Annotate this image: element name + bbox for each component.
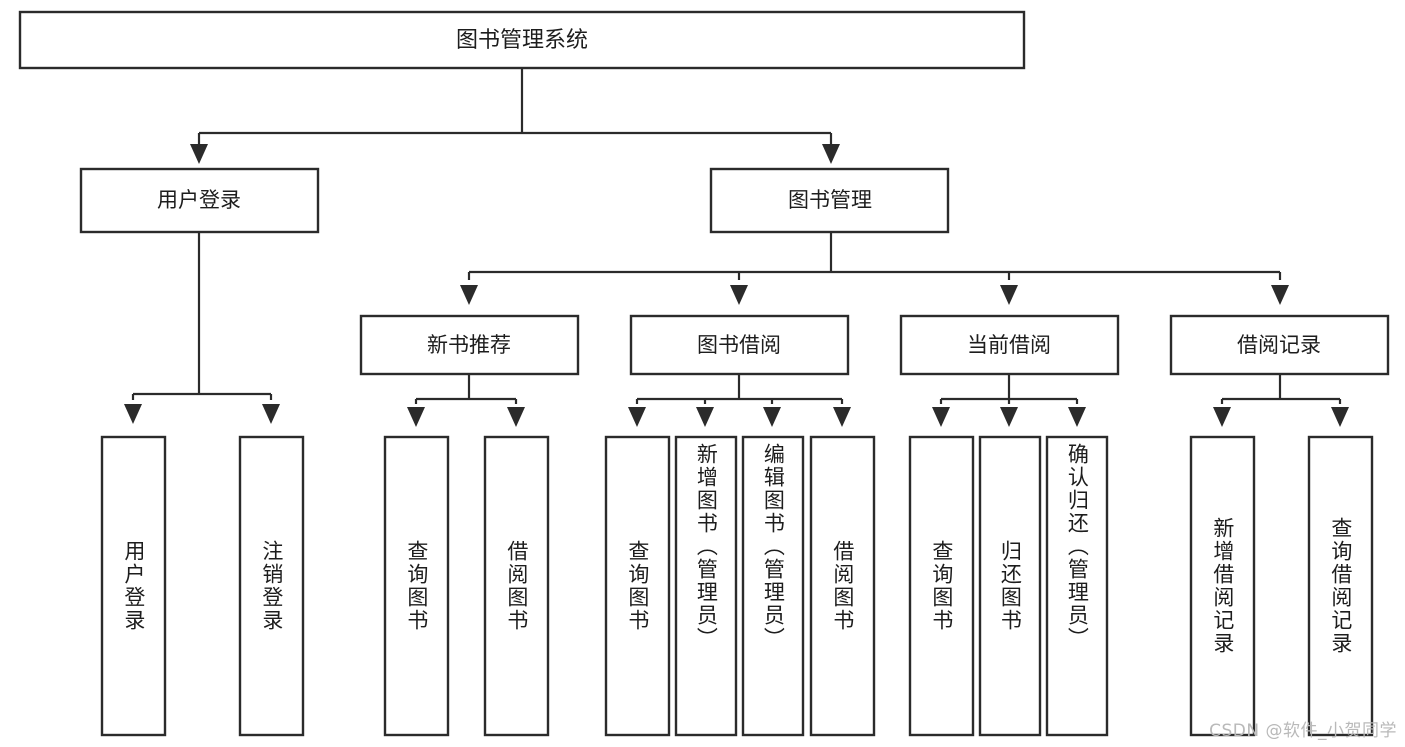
node-user-login-label: 用户登录 (157, 188, 241, 212)
leaf-box-cb-query[interactable] (908, 435, 975, 737)
connector-root-to-level2 (197, 68, 833, 140)
arrow-root-to-user-login (190, 140, 208, 164)
connector-book-borrow-to-leaves (628, 374, 851, 427)
node-borrow-record[interactable]: 借阅记录 (1169, 314, 1390, 376)
leaf-box-cb-return[interactable] (978, 435, 1042, 737)
leaf-box-logout[interactable] (238, 435, 305, 737)
leaf-box-bb-borrow[interactable] (809, 435, 876, 737)
connector-book-manage-to-level3 (460, 232, 1289, 305)
leaf-box-bb-edit[interactable] (741, 435, 805, 737)
leaf-box-br-add[interactable] (1189, 435, 1256, 737)
connector-current-borrow-to-leaves (932, 374, 1086, 427)
leaf-box-user-login[interactable] (100, 435, 167, 737)
node-book-borrow-label: 图书借阅 (697, 333, 781, 357)
leaf-box-br-query[interactable] (1307, 435, 1374, 737)
leaf-box-bb-add[interactable] (674, 435, 738, 737)
node-current-borrow-label: 当前借阅 (967, 333, 1051, 357)
node-book-management[interactable]: 图书管理 (709, 167, 950, 234)
node-user-login[interactable]: 用户登录 (79, 167, 320, 234)
node-book-borrow[interactable]: 图书借阅 (629, 314, 850, 376)
watermark: CSDN @软件_小贺同学 (1209, 721, 1397, 741)
node-new-book-recommend[interactable]: 新书推荐 (359, 314, 580, 376)
leaf-box-nb-query[interactable] (383, 435, 450, 737)
connector-user-login-to-leaves (124, 232, 280, 424)
connector-new-book-to-leaves (407, 374, 525, 427)
node-root-system[interactable]: 图书管理系统 (18, 10, 1026, 70)
node-borrow-record-label: 借阅记录 (1237, 333, 1321, 357)
node-new-book-recommend-label: 新书推荐 (427, 333, 511, 357)
node-book-management-label: 图书管理 (788, 188, 872, 212)
connector-borrow-record-to-leaves (1213, 374, 1349, 427)
leaf-box-cb-confirm[interactable] (1045, 435, 1109, 737)
leaf-box-bb-query[interactable] (604, 435, 671, 737)
node-root-label: 图书管理系统 (456, 28, 588, 53)
node-current-borrow[interactable]: 当前借阅 (899, 314, 1120, 376)
arrow-root-to-book-manage (822, 140, 840, 164)
leaf-box-nb-borrow[interactable] (483, 435, 550, 737)
